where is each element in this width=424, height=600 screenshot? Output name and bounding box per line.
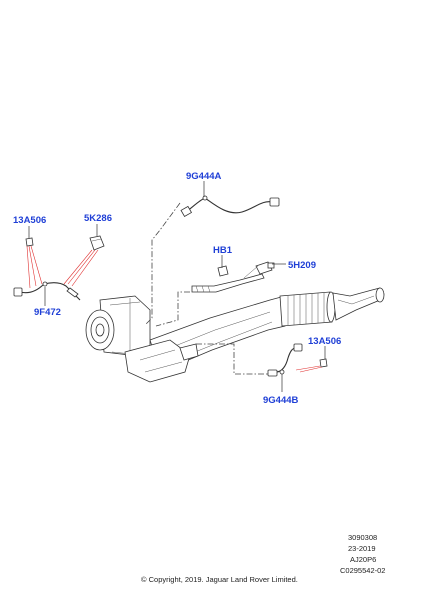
routing-lines	[145, 202, 270, 375]
callout-9F472: 9F472	[34, 307, 61, 318]
clip-13A506-right	[319, 358, 328, 368]
callout-13A506-right: 13A506	[308, 336, 341, 347]
connector-5K286	[89, 235, 105, 251]
catalyst-shield-ribs	[287, 293, 325, 325]
callout-5H209: 5H209	[288, 260, 316, 271]
leader-lines	[26, 181, 326, 392]
callout-5K286: 5K286	[84, 213, 112, 224]
callout-13A506-left: 13A506	[13, 215, 46, 226]
reference-block: 3090308 23-2019 AJ20P6 C0295542-02	[340, 533, 385, 575]
turbocharger	[85, 295, 199, 383]
reference-date-code: 23-2019	[348, 544, 376, 553]
callout-9G444A: 9G444A	[186, 171, 222, 182]
copyright-notice: © Copyright, 2019. Jaguar Land Rover Lim…	[141, 575, 298, 584]
reference-model-code: AJ20P6	[350, 555, 376, 564]
sensor-9G444B	[267, 343, 303, 377]
reference-illustration-id: C0295542-02	[340, 566, 385, 575]
reference-number: 3090308	[348, 533, 377, 542]
pressure-sensor-tube	[191, 261, 275, 293]
sensor-9G444A	[180, 195, 280, 218]
callout-HB1: HB1	[213, 245, 233, 256]
callout-9G444B: 9G444B	[263, 395, 299, 406]
clip-13A506-left	[25, 237, 34, 247]
sensor-9F472	[13, 281, 81, 301]
